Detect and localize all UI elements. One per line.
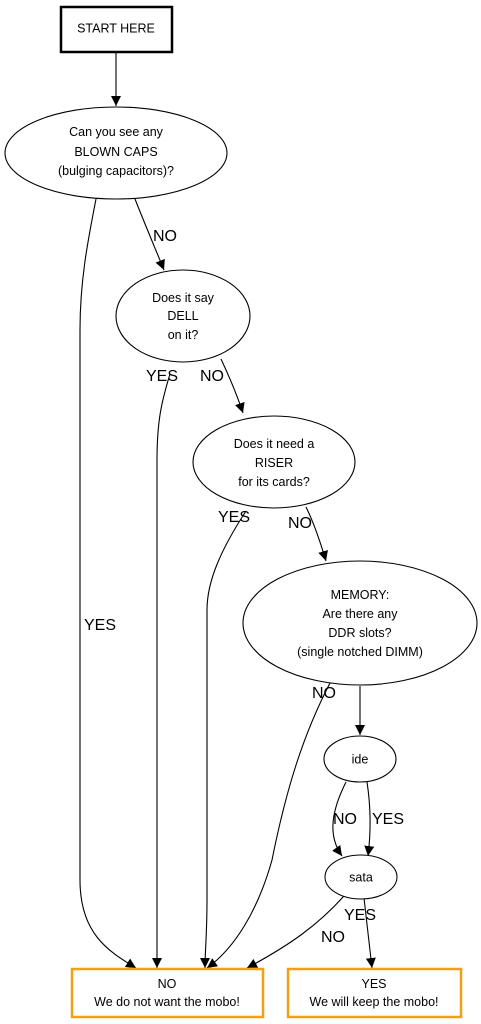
node-riser-line-3: for its cards? [238,475,310,489]
node-reject-line-1: NO [158,977,177,991]
node-reject: NO We do not want the mobo! [70,967,265,1019]
edge-label-dell-yes: YES [146,368,178,385]
edge-riser-to-memory [305,506,328,562]
node-sata-line-1: sata [349,871,373,885]
edge-blown-caps-to-dell [134,198,165,271]
node-start-line-1: START HERE [77,22,155,36]
node-dell-line-1: Does it say [152,291,215,305]
node-dell-line-3: on it? [168,328,199,342]
node-blown-caps-line-1: Can you see any [69,125,164,139]
edge-label-dell-no: NO [200,368,224,385]
edge-label-sata-no: NO [321,929,345,946]
node-memory-line-3: DDR slots? [328,626,391,640]
node-memory-line-1: MEMORY: [331,588,390,602]
node-dell: Does it say DELL on it? [115,269,251,363]
node-keep-line-2: We will keep the mobo! [310,995,439,1009]
node-memory-line-4: (single notched DIMM) [297,645,423,659]
edge-dell-to-reject [152,373,171,968]
node-riser-line-1: Does it need a [234,437,315,451]
edge-riser-to-reject [200,510,247,969]
edge-memory-to-reject [206,682,331,969]
node-ide: ide [323,735,397,783]
edge-label-ide-no: NO [333,811,357,828]
node-reject-line-2: We do not want the mobo! [94,995,240,1009]
edge-label-blown-caps-no: NO [153,228,177,245]
edge-label-riser-yes: YES [218,509,250,526]
edge-label-riser-no: NO [288,515,312,532]
edge-label-ide-yes: YES [372,811,404,828]
node-blown-caps-line-3: (bulging capacitors)? [58,164,174,178]
edge-ide-no-to-sata [332,781,347,857]
node-dell-line-2: DELL [167,309,198,323]
node-ide-line-1: ide [352,753,369,767]
edge-label-memory-no: NO [312,685,336,702]
edge-blown-caps-to-reject [79,198,137,969]
node-sata: sata [324,854,398,900]
node-memory: MEMORY: Are there any DDR slots? (single… [242,560,478,686]
edge-sata-to-keep [363,897,376,969]
edge-dell-to-riser [220,358,245,414]
node-blown-caps: Can you see any BLOWN CAPS (bulging capa… [4,106,228,200]
node-keep: YES We will keep the mobo! [286,967,463,1019]
edge-label-blown-caps-yes: YES [84,617,116,634]
node-riser: Does it need a RISER for its cards? [192,415,356,509]
edge-sata-to-reject [246,895,345,969]
edge-label-sata-yes: YES [344,907,376,924]
node-riser-line-2: RISER [255,456,293,470]
node-blown-caps-line-2: BLOWN CAPS [74,145,157,159]
node-memory-line-2: Are there any [322,607,398,621]
node-keep-line-1: YES [361,977,386,991]
edge-ide-yes-to-sata [364,781,375,857]
node-start: START HERE [59,5,174,54]
